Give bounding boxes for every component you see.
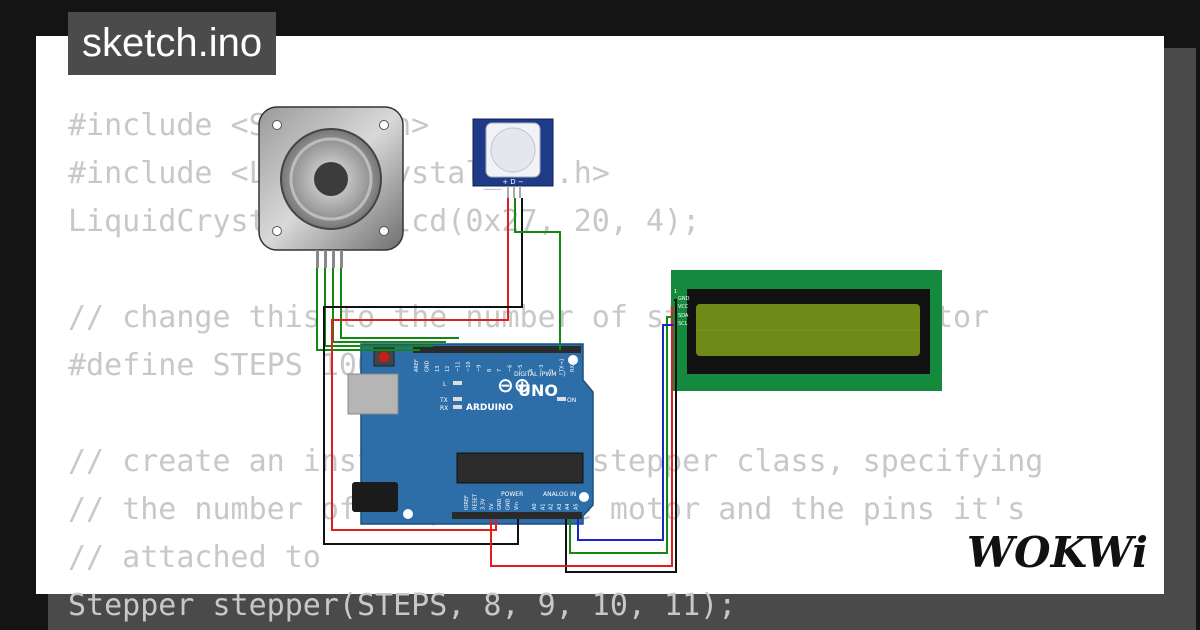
lcd-pin-scl: SCL: [678, 321, 688, 327]
arduino-uno-board[interactable]: ⊖⊕ UNO ARDUINO DIGITAL (PWM ~) POWER ANA…: [347, 343, 594, 525]
mount-hole: [568, 355, 578, 365]
motor-screw: [379, 226, 389, 236]
lcd-pin-vcc: VCC: [678, 304, 689, 310]
pir-pin-label: + D −: [502, 178, 524, 186]
digital-pin-label: 12: [445, 366, 451, 372]
digital-header: [413, 346, 581, 353]
wire-motor-4: [340, 268, 459, 339]
motor-screw: [379, 120, 389, 130]
analog-pin-label: A0: [532, 503, 538, 510]
analog-pin-label: A3: [557, 503, 563, 510]
digital-pin-label: ~6: [508, 365, 514, 372]
tx-led-label: TX: [439, 397, 448, 404]
power-pin-label: RESET: [472, 493, 478, 510]
usb-connector: [347, 373, 399, 415]
analog-pin-label: A4: [565, 503, 571, 510]
motor-shaft: [314, 162, 348, 196]
wire-lcd-scl: [577, 324, 674, 541]
power-label: POWER: [501, 491, 523, 498]
analog-pin-label: A2: [549, 503, 555, 510]
digital-pin-label: ~10: [466, 361, 472, 372]
digital-pin-label: 8: [487, 369, 493, 372]
mount-hole: [403, 509, 413, 519]
rx-led-label: RX: [440, 405, 448, 412]
pir-dome: [490, 127, 536, 173]
digital-pin-label: ~9: [476, 365, 482, 372]
digital-pin-label: ~3: [539, 365, 545, 372]
wire-pir-signal: [514, 198, 561, 350]
power-jack: [352, 482, 398, 512]
power-pin-label: 5V: [489, 503, 495, 510]
motor-pins: [316, 250, 343, 268]
motor-screw: [272, 120, 282, 130]
wire-lcd-gnd: [565, 299, 677, 573]
on-led: [557, 397, 566, 401]
arduino-logo-symbol: ⊖⊕: [497, 373, 531, 397]
l-led-label: L: [443, 381, 447, 388]
rx-led: [453, 405, 462, 409]
wires: [316, 198, 677, 573]
tx-led: [453, 397, 462, 401]
wire-lcd-sda: [569, 316, 674, 554]
digital-pin-label: 13: [435, 366, 441, 372]
lcd-pin-gnd: GND: [678, 296, 690, 302]
digital-pin-label: 7: [497, 369, 503, 372]
digital-pin-label: AREF: [414, 359, 420, 372]
power-pin-label: Vin: [514, 502, 520, 510]
on-label: ON: [567, 397, 576, 404]
analog-pin-label: A1: [540, 503, 546, 510]
lcd-pin1-label: 1: [674, 289, 677, 295]
digital-pin-label: TX→1: [560, 358, 566, 373]
motor-ring: [289, 137, 373, 221]
pir-motion-sensor[interactable]: + D −: [472, 118, 554, 198]
digital-pin-label: RX←0: [570, 358, 576, 372]
stepper-motor[interactable]: [258, 106, 404, 268]
wire-lcd-vcc: [490, 307, 674, 567]
wire-motor-3: [332, 268, 446, 343]
wire-pir-vcc: [331, 198, 509, 531]
power-analog-header: [452, 512, 582, 519]
digital-label: DIGITAL (PWM ~): [514, 371, 566, 378]
motor-screw: [272, 226, 282, 236]
digital-pin-label: 2: [549, 369, 555, 372]
power-pin-label: GND: [497, 498, 503, 510]
digital-pin-label: GND: [424, 360, 430, 372]
lcd-pin-sda: SDA: [678, 313, 689, 319]
digital-pin-label: ~5: [518, 365, 524, 372]
analog-pin-label: A5: [574, 503, 580, 510]
power-pin-label: GND: [506, 498, 512, 510]
lcd-i2c-display[interactable]: 1 GND VCC SDA SCL: [671, 270, 942, 391]
reset-button-cap: [379, 352, 389, 362]
wire-motor-1: [316, 268, 420, 351]
atmega-chip: [456, 452, 584, 484]
digital-pin-label: ~11: [456, 361, 462, 372]
arduino-model-label: UNO: [518, 381, 558, 400]
wire-pir-gnd: [323, 198, 523, 545]
code-line: // attached to: [68, 540, 321, 575]
power-pin-label: IOREF: [464, 495, 470, 510]
power-pin-label: 3.3V: [481, 498, 487, 510]
mount-hole: [579, 492, 589, 502]
l-led: [453, 381, 462, 385]
sketch-file-tab[interactable]: sketch.ino: [68, 12, 277, 75]
analog-label: ANALOG IN: [543, 491, 576, 498]
code-line: Stepper stepper(STEPS, 8, 9, 10, 11);: [68, 588, 737, 623]
arduino-brand-label: ARDUINO: [466, 403, 514, 413]
digital-pin-label: 4: [528, 369, 534, 372]
wokwi-logo: WOKWi: [967, 528, 1148, 577]
